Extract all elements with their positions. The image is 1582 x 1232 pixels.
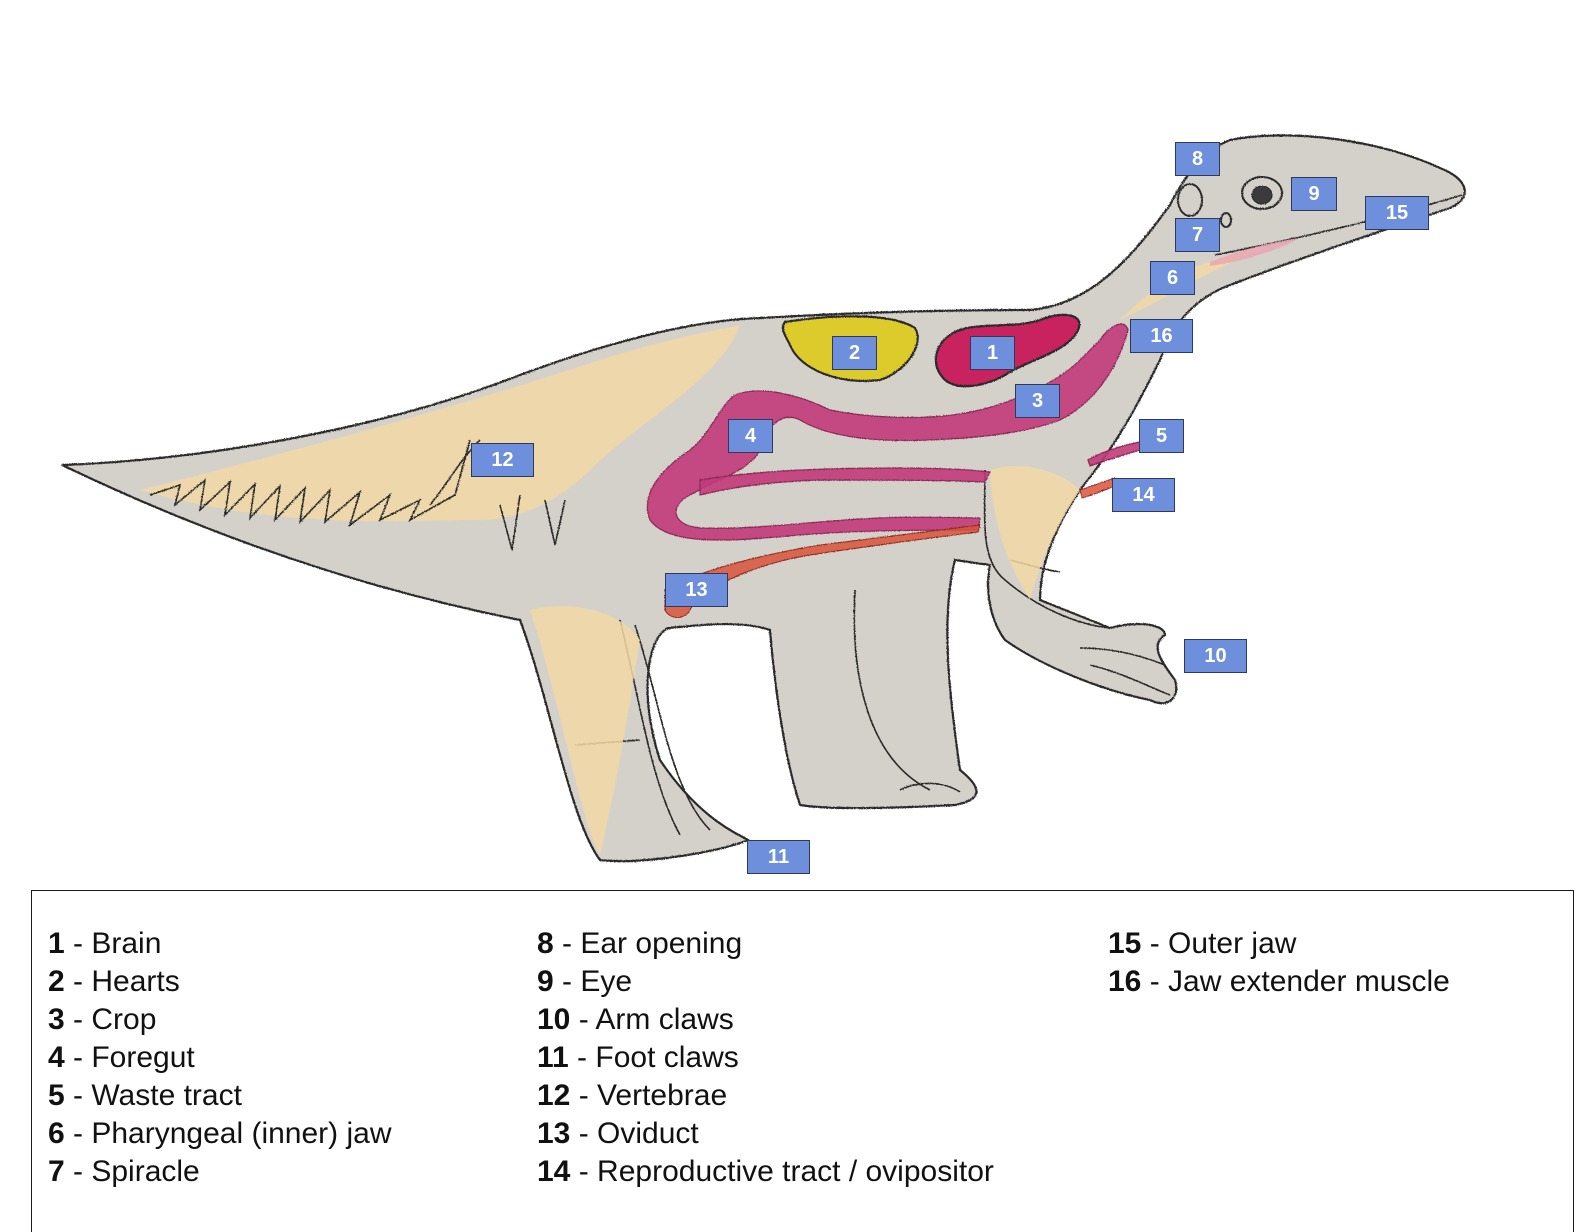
legend-item: 3 - Crop	[48, 1003, 157, 1036]
pharyngeal-jaw	[1210, 238, 1300, 266]
arm-claw	[1089, 664, 1171, 696]
leg-bone-shading	[530, 606, 640, 855]
legend-item: 9 - Eye	[537, 965, 633, 998]
crop-foregut	[646, 323, 1129, 541]
marker-13: 13	[665, 573, 728, 607]
marker-12: 12	[471, 443, 534, 477]
marker-11: 11	[747, 840, 810, 874]
body-silhouette	[61, 134, 1466, 863]
marker-2: 2	[832, 336, 877, 370]
marker-9: 9	[1291, 177, 1337, 211]
legend-item: 7 - Spiracle	[48, 1155, 200, 1188]
spiracle	[1220, 212, 1232, 228]
legend-item: 12 - Vertebrae	[537, 1079, 728, 1112]
vertebrae-spines	[149, 439, 471, 528]
hind-leg-outline	[634, 624, 711, 831]
leg-outline	[853, 589, 931, 791]
vertebrae-shading	[140, 325, 740, 522]
marker-14: 14	[1112, 478, 1175, 512]
vertebrae-spike	[544, 499, 566, 546]
legend-column-1: 1 - Brain 2 - Hearts 3 - Crop 4 - Foregu…	[48, 925, 392, 1191]
arm-claw	[1079, 647, 1166, 666]
marker-6: 6	[1150, 261, 1195, 295]
vertebrae-spike	[499, 494, 521, 551]
legend-item: 14 - Reproductive tract / ovipositor	[537, 1155, 994, 1188]
legend-item: 10 - Arm claws	[537, 1003, 734, 1036]
arm-bone-shading	[990, 466, 1080, 600]
legend-item: 8 - Ear opening	[537, 927, 743, 960]
outer-jaw-line	[1214, 194, 1463, 256]
legend-item: 15 - Outer jaw	[1108, 927, 1297, 960]
marker-15: 15	[1365, 196, 1429, 230]
legend-item: 5 - Waste tract	[48, 1079, 242, 1112]
marker-3: 3	[1015, 384, 1060, 418]
anatomy-illustration	[61, 134, 1466, 863]
legend-item: 11 - Foot claws	[537, 1041, 739, 1074]
legend-item: 4 - Foregut	[48, 1041, 195, 1074]
eye-pupil	[1251, 185, 1273, 205]
marker-5: 5	[1139, 419, 1184, 453]
marker-10: 10	[1184, 639, 1247, 673]
legend-box: 1 - Brain 2 - Hearts 3 - Crop 4 - Foregu…	[31, 890, 1574, 1232]
marker-1: 1	[970, 336, 1015, 370]
legend-column-2: 8 - Ear opening 9 - Eye 10 - Arm claws 1…	[537, 925, 994, 1191]
legend-item: 13 - Oviduct	[537, 1117, 699, 1150]
oviduct	[664, 524, 981, 618]
marker-16: 16	[1130, 319, 1193, 353]
neck-bone-shading	[1120, 240, 1280, 320]
legend-column-3: 15 - Outer jaw 16 - Jaw extender muscle	[1108, 925, 1450, 1001]
ear-opening	[1177, 183, 1203, 217]
arm-outline	[983, 469, 1111, 629]
marker-4: 4	[728, 419, 773, 453]
marker-8: 8	[1175, 142, 1220, 176]
marker-7: 7	[1175, 218, 1220, 252]
legend-item: 1 - Brain	[48, 927, 162, 960]
waste-tract	[699, 467, 991, 496]
legend-item: 2 - Hearts	[48, 965, 180, 998]
legend-item: 6 - Pharyngeal (inner) jaw	[48, 1117, 392, 1150]
foot-line	[899, 782, 961, 793]
legend-item: 16 - Jaw extender muscle	[1108, 965, 1450, 998]
